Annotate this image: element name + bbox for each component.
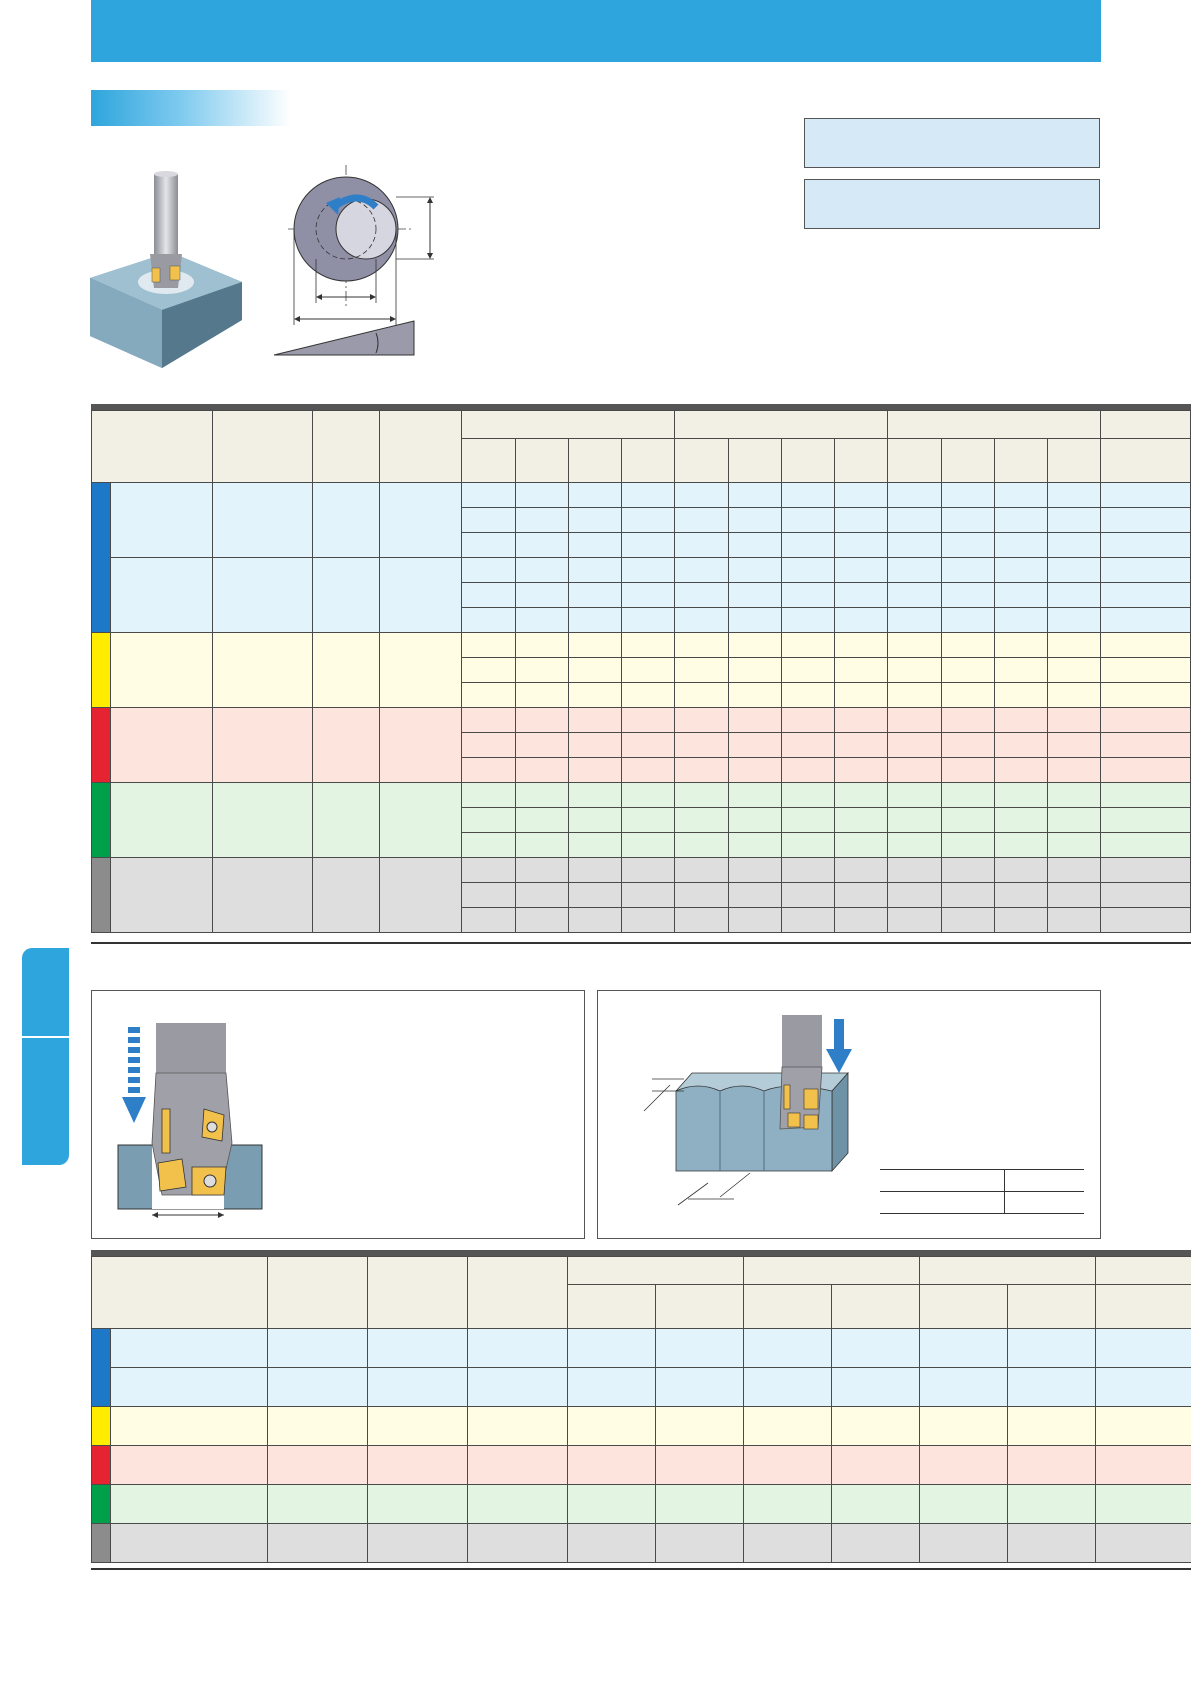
side-chapter-tab[interactable] [22,948,69,1165]
slotting-cutter-illustration [643,1015,852,1206]
info-box-1 [804,118,1100,168]
group-strip-gray [91,857,111,933]
endmill-pocket-illustration [90,171,242,368]
plunge-illustration [117,1023,263,1218]
plunge-arrow-icon [122,1027,146,1123]
cutting-conditions-table [91,410,1191,933]
group-strip-yellow [91,632,111,708]
feed-arrow-icon [826,1019,852,1073]
slotting-panel [597,990,1101,1239]
group-strip-red [91,707,111,783]
plunge-conditions-table [91,1256,1191,1563]
page-title-bar [91,0,1101,62]
section-header-bar [91,90,291,126]
helical-interpolation-diagram [273,165,434,356]
group-strip-blue [91,482,111,633]
ramp-angle-wedge [273,320,415,356]
group-strip-green [91,782,111,858]
plunge-panel [91,990,585,1239]
info-box-2 [804,179,1100,229]
